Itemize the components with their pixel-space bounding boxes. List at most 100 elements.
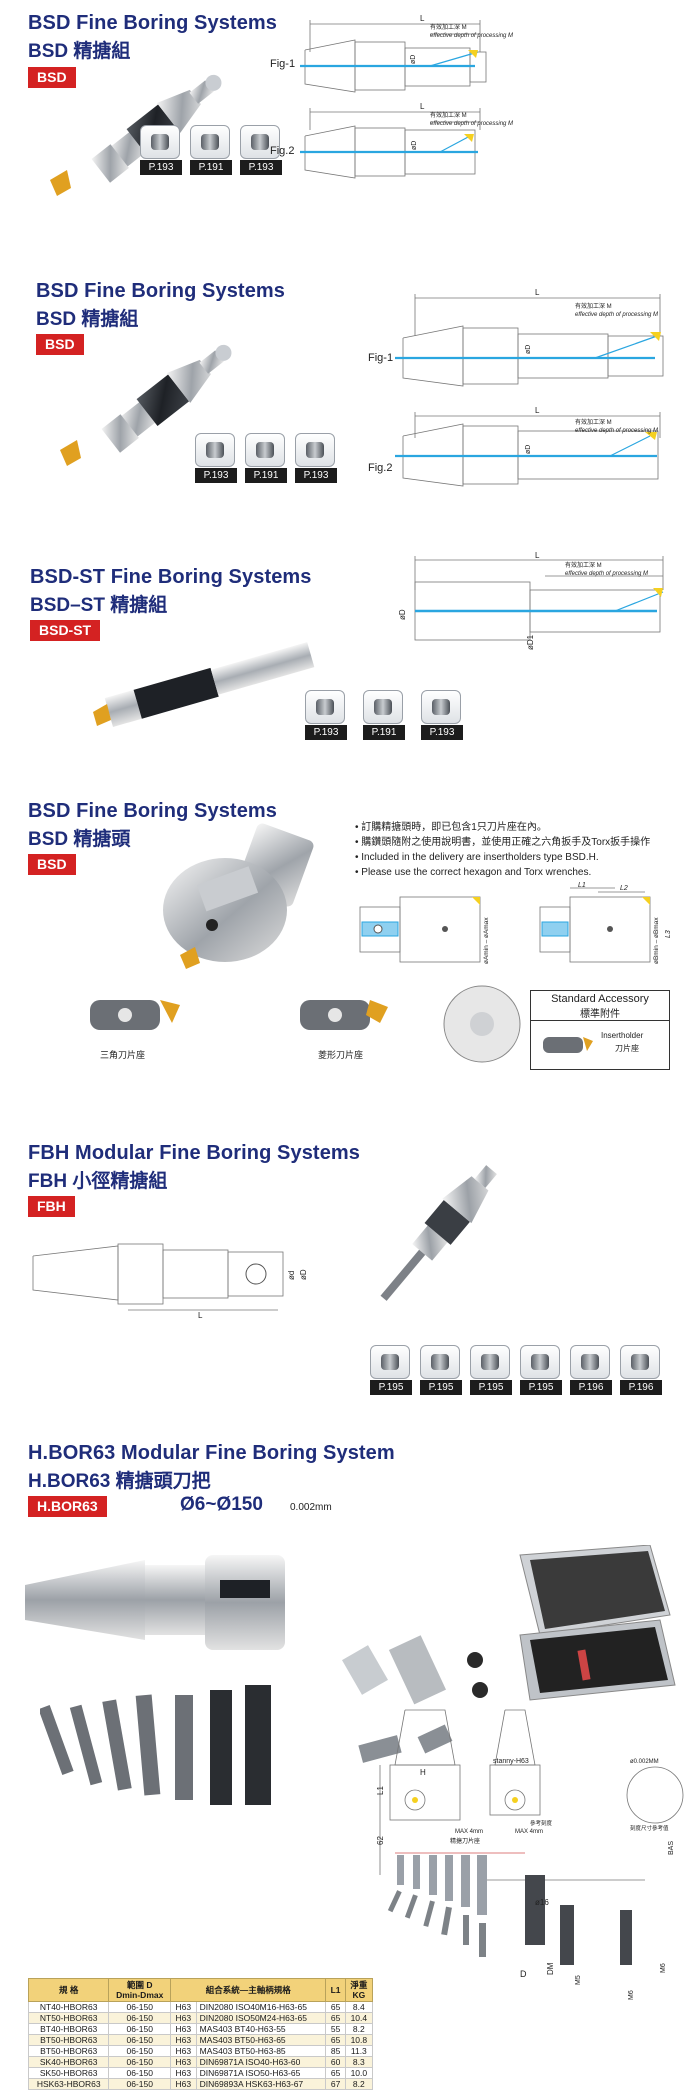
depth-label-en: effective depth of processing M — [565, 571, 648, 577]
page-ref: P.195 — [420, 1380, 462, 1395]
dim-62-label: 62 — [376, 1836, 385, 1845]
depth-label-zh: 有效加工深 M — [575, 418, 612, 426]
dim-L-label: L — [198, 1311, 203, 1318]
bas-label: BAS — [668, 1841, 675, 1855]
column-header: 淨重 KG — [344, 1978, 374, 2002]
page-ref: P.191 — [190, 160, 232, 175]
dim-L-label: L — [535, 288, 540, 297]
table-cell: MAS403 BT40-H63-55 — [195, 2023, 327, 2035]
table-cell: 06-150 — [108, 2056, 172, 2068]
dim-L-label: L — [535, 551, 540, 560]
drawing-note: 刻度尺寸參考值 — [630, 1824, 669, 1832]
boring-head-drawings: øAmin – øAmax øBmin – øBmax L1 L2 L3 — [359, 882, 672, 964]
thumbnail-boring-bar[interactable]: P.196 — [620, 1345, 662, 1395]
table-header-row: 規 格 範圍 D Dmin-Dmax 組合系統—主軸柄規格 L1 淨重 KG — [27, 1978, 374, 2002]
table-cell: 10.8 — [344, 2034, 374, 2046]
dim-D-label: D — [520, 1969, 527, 1979]
section-title-en: BSD-ST Fine Boring Systems — [30, 566, 312, 588]
section-fbh: FBH Modular Fine Boring Systems FBH 小徑精搪… — [0, 1130, 700, 1410]
table-cell: BT50-HBOR63 — [27, 2045, 110, 2057]
boring-bars-set-photo — [40, 1685, 271, 1805]
table-cell: 67 — [325, 2078, 346, 2090]
table-cell: BT50-HBOR63 — [27, 2034, 110, 2046]
thumbnail-insert[interactable]: P.193 — [305, 690, 347, 740]
dim-DM-label: DM — [546, 1962, 555, 1975]
thumbnail-boring-bar[interactable]: P.196 — [570, 1345, 612, 1395]
dim-bmin-label: øBmin – øBmax — [653, 917, 660, 964]
table-cell: H63 — [170, 2045, 197, 2057]
table-cell: BT40-HBOR63 — [27, 2023, 110, 2035]
insertholder-diamond — [300, 1000, 388, 1030]
thumbnail-insert[interactable]: P.193 — [295, 433, 337, 483]
table-cell: DIN69871A ISO50-H63-65 — [195, 2067, 327, 2079]
drawing-note: 參考刻度 — [530, 1819, 553, 1827]
thumbnail-boring-bar[interactable]: P.195 — [520, 1345, 562, 1395]
table-cell: 10.4 — [344, 2012, 374, 2024]
drawing-note: 精搪刀片座 — [450, 1837, 480, 1845]
dim-L-label: L — [420, 102, 425, 111]
reference-thumbnails: P.193 P.191 P.193 — [195, 433, 337, 483]
accessory-holder-icon — [543, 1037, 593, 1053]
depth-label-zh: 有效加工深 M — [430, 111, 467, 119]
m6-label: M6 — [628, 1990, 635, 2000]
reference-thumbnails: P.193 P.191 P.193 — [305, 690, 463, 740]
column-header: 規 格 — [27, 1978, 110, 2002]
thumbnail-holder[interactable]: P.191 — [245, 433, 287, 483]
thumbnail-insert[interactable]: P.193 — [140, 125, 182, 175]
dim-D-label: øD — [411, 141, 418, 150]
table-cell: 55 — [325, 2023, 346, 2035]
notes-block: • 訂購精搪頭時，即已包含1只刀片座在內。 • 購鑽頭隨附之使用說明書，並使用正… — [355, 820, 695, 880]
table-cell: 06-150 — [108, 2078, 172, 2090]
thumbnail-insert[interactable]: P.193 — [421, 690, 463, 740]
table-cell: H63 — [170, 2067, 197, 2079]
thumbnail-holder[interactable]: P.191 — [190, 125, 232, 175]
table-cell: DIN2080 ISO40M16-H63-65 — [195, 2001, 327, 2013]
tool-case-photo — [519, 1545, 676, 1701]
page-ref: P.191 — [245, 468, 287, 483]
boring-head-photo — [163, 823, 314, 969]
dim-L-label: L — [535, 406, 540, 415]
section-title-zh: BSD 精搪組 — [36, 309, 139, 330]
triangle-holder-label: 三角刀片座 — [100, 1050, 146, 1060]
table-cell: 8.3 — [344, 2056, 374, 2068]
thumbnail-holder[interactable]: P.191 — [363, 690, 405, 740]
table-cell: 8.2 — [344, 2078, 374, 2090]
m5-label: M5 — [575, 1975, 582, 1985]
bsd-st-technical-drawing: L 有效加工深 M effective depth of processing … — [398, 551, 664, 650]
depth-label-en: effective depth of processing M — [575, 312, 658, 318]
thumbnail-insert[interactable]: P.193 — [195, 433, 237, 483]
dim-d-label: ød — [287, 1271, 296, 1280]
dim-D-label: øD — [410, 55, 417, 64]
fig2-label: Fig.2 — [368, 462, 393, 474]
thumbnail-boring-bar[interactable]: P.195 — [470, 1345, 512, 1395]
note-line: • Included in the delivery are inserthol… — [355, 852, 599, 863]
section-bsd-2: BSD Fine Boring Systems BSD 精搪組 BSD P.19… — [0, 270, 700, 530]
section-title-zh: BSD 精搪頭 — [28, 829, 131, 850]
fig2-label: Fig.2 — [270, 145, 295, 157]
table-cell: 06-150 — [108, 2001, 172, 2013]
hbor63-tool-photo — [25, 1555, 285, 1650]
table-cell: H63 — [170, 2078, 197, 2090]
diamond-holder-label: 菱形刀片座 — [318, 1050, 364, 1060]
table-cell: HSK63-HBOR63 — [27, 2078, 110, 2090]
section-title-zh: FBH 小徑精搪組 — [28, 1171, 168, 1192]
dim-L-label: L — [420, 14, 425, 23]
diameter-range: Ø6~Ø150 — [180, 1494, 263, 1515]
dim-L2-label: L2 — [620, 885, 628, 892]
thumbnail-boring-bar[interactable]: P.195 — [370, 1345, 412, 1395]
insertholder-zh: 刀片座 — [615, 1044, 639, 1053]
section-badge: FBH — [28, 1196, 75, 1217]
section-title-en: BSD Fine Boring Systems — [28, 800, 278, 822]
page-ref: P.193 — [305, 725, 347, 740]
depth-label-en: effective depth of processing M — [575, 428, 658, 434]
table-cell: DIN2080 ISO50M24-H63-65 — [195, 2012, 327, 2024]
table-cell: H63 — [170, 2012, 197, 2024]
table-cell: DIN69871A ISO40-H63-60 — [195, 2056, 327, 2068]
thumbnail-boring-bar[interactable]: P.195 — [420, 1345, 462, 1395]
precision-label: ø0.002MM — [630, 1759, 659, 1765]
thumbnail-insert[interactable]: P.193 — [240, 125, 282, 175]
section-title-zh: BSD 精搪組 — [28, 41, 131, 62]
table-cell: H63 — [170, 2056, 197, 2068]
table-cell: 85 — [325, 2045, 346, 2057]
